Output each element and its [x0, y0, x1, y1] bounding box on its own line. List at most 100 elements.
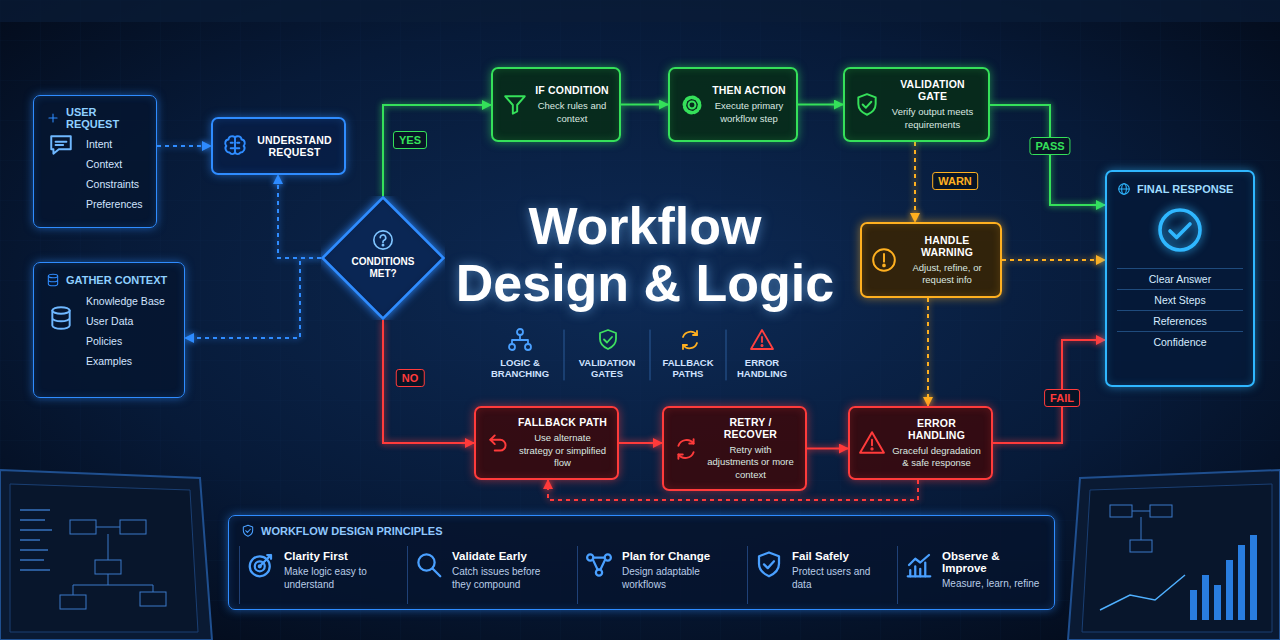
list-item: Knowledge Base — [86, 295, 174, 307]
principle-item: Clarity FirstMake logic easy to understa… — [239, 546, 397, 604]
box-heading: RETRY / RECOVER — [705, 416, 796, 440]
box-body: Measure, learn, refine — [942, 577, 1041, 590]
list-item: User Data — [86, 315, 174, 327]
icon-brain — [222, 133, 248, 159]
icon-refresh — [673, 436, 699, 462]
list-item: References — [1117, 310, 1243, 331]
connector — [1002, 259, 1105, 261]
connector — [993, 340, 1105, 443]
panel-heading: GATHER CONTEXT — [66, 274, 167, 286]
list-item: Examples — [86, 355, 174, 367]
decision-diamond: CONDITIONS MET? — [321, 196, 445, 320]
output-panel: FINAL RESPONSEClear AnswerNext StepsRefe… — [1105, 170, 1255, 387]
list-item: Intent — [86, 138, 146, 150]
icon-tri — [859, 430, 885, 456]
icon-nodes — [584, 550, 614, 580]
feature-label: ERROR HANDLING — [722, 357, 802, 380]
icon-funnel — [502, 92, 528, 118]
box-body: Graceful degradation & safe response — [891, 445, 982, 470]
list-item: Constraints — [86, 178, 146, 190]
box-heading: IF CONDITION — [534, 84, 610, 96]
icon-gear — [679, 92, 705, 118]
panel-heading: USER REQUEST — [66, 106, 146, 130]
process-box: UNDERSTAND REQUEST — [211, 117, 346, 175]
box-heading: Validate Early — [452, 550, 561, 562]
icon-db — [46, 273, 60, 287]
feature-label: VALIDATION GATES — [567, 357, 647, 380]
box-heading: Clarity First — [284, 550, 391, 562]
icon-plus — [46, 111, 60, 125]
connector — [157, 145, 211, 147]
icon-shield — [754, 550, 784, 580]
fallback-box: FALLBACK PATHUse alternate strategy or s… — [474, 406, 619, 480]
box-body: Verify output meets requirements — [886, 106, 979, 131]
edge-label: FAIL — [1044, 389, 1080, 407]
connector — [621, 104, 668, 106]
list-item: Policies — [86, 335, 174, 347]
icon-chat — [48, 132, 74, 158]
box-body: Make logic easy to understand — [284, 565, 391, 591]
list-item: Context — [86, 158, 146, 170]
box-heading: VALIDATION GATE — [886, 78, 979, 102]
list-item: Clear Answer — [1117, 268, 1243, 289]
icon-undo — [485, 430, 511, 456]
icon-db — [48, 305, 74, 331]
tablet-left — [0, 470, 212, 640]
validation-box: VALIDATION GATE Verify output meets requi… — [843, 67, 990, 142]
warning-box: HANDLE WARNING Adjust, refine, or request… — [860, 222, 1002, 298]
box-body: Catch issues before they compound — [452, 565, 561, 591]
condition-box: IF CONDITION Check rules and context — [491, 67, 621, 142]
box-body: Protect users and data — [792, 565, 881, 591]
connector — [914, 142, 916, 222]
action-box: THEN ACTION Execute primary workflow step — [668, 67, 798, 142]
list-item: Preferences — [86, 198, 146, 210]
box-heading: FALLBACK PATH — [517, 416, 608, 428]
box-body: Retry with adjustments or more context — [705, 444, 796, 481]
connector — [278, 175, 321, 258]
connector — [798, 104, 843, 106]
edge-label: YES — [393, 131, 427, 149]
connector — [383, 320, 474, 443]
icon-search — [414, 550, 444, 580]
icon-warnc — [871, 247, 897, 273]
icon-shield — [854, 92, 880, 118]
principle-item: Fail SafelyProtect users and data — [747, 546, 887, 604]
icon-target — [246, 550, 276, 580]
icon-globe — [1117, 182, 1131, 196]
box-body: Adjust, refine, or request info — [903, 262, 991, 287]
connector — [927, 298, 929, 406]
icon-shield — [241, 524, 255, 538]
principle-item: Validate EarlyCatch issues before they c… — [407, 546, 567, 604]
box-body: Check rules and context — [534, 100, 610, 125]
list-item: Confidence — [1117, 331, 1243, 352]
principles-panel: WORKFLOW DESIGN PRINCIPLES Clarity FirstM… — [228, 515, 1055, 610]
icon-chart — [904, 550, 934, 580]
edge-label: PASS — [1029, 137, 1070, 155]
decision-label: CONDITIONS MET? — [348, 256, 418, 280]
ceiling-band — [0, 0, 1280, 22]
box-heading: THEN ACTION — [711, 84, 787, 96]
icon-question — [372, 229, 394, 251]
box-heading: UNDERSTAND REQUEST — [254, 134, 335, 158]
box-heading: ERROR HANDLING — [891, 417, 982, 441]
box-heading: Fail Safely — [792, 550, 881, 562]
connector — [383, 105, 491, 196]
context-panel: GATHER CONTEXT Knowledge BaseUser DataPol… — [33, 262, 185, 398]
box-heading: Plan for Change — [622, 550, 731, 562]
edge-label: NO — [396, 369, 425, 387]
list-item: Next Steps — [1117, 289, 1243, 310]
box-body: Execute primary workflow step — [711, 100, 787, 125]
panel-heading: WORKFLOW DESIGN PRINCIPLES — [261, 525, 443, 537]
box-heading: HANDLE WARNING — [903, 234, 991, 258]
connector — [619, 442, 662, 444]
icon-bigcheck — [1156, 206, 1204, 254]
edge-label: WARN — [932, 172, 978, 190]
retry-box: RETRY / RECOVER Retry with adjustments or… — [662, 406, 807, 491]
tablet-right — [1068, 470, 1280, 640]
feature-label: LOGIC & BRANCHING — [480, 357, 560, 380]
input-panel: USER REQUEST IntentContextConstraintsPref… — [33, 95, 157, 228]
connector — [990, 105, 1105, 205]
diagram-title: Workflow Design & Logic — [445, 198, 845, 312]
